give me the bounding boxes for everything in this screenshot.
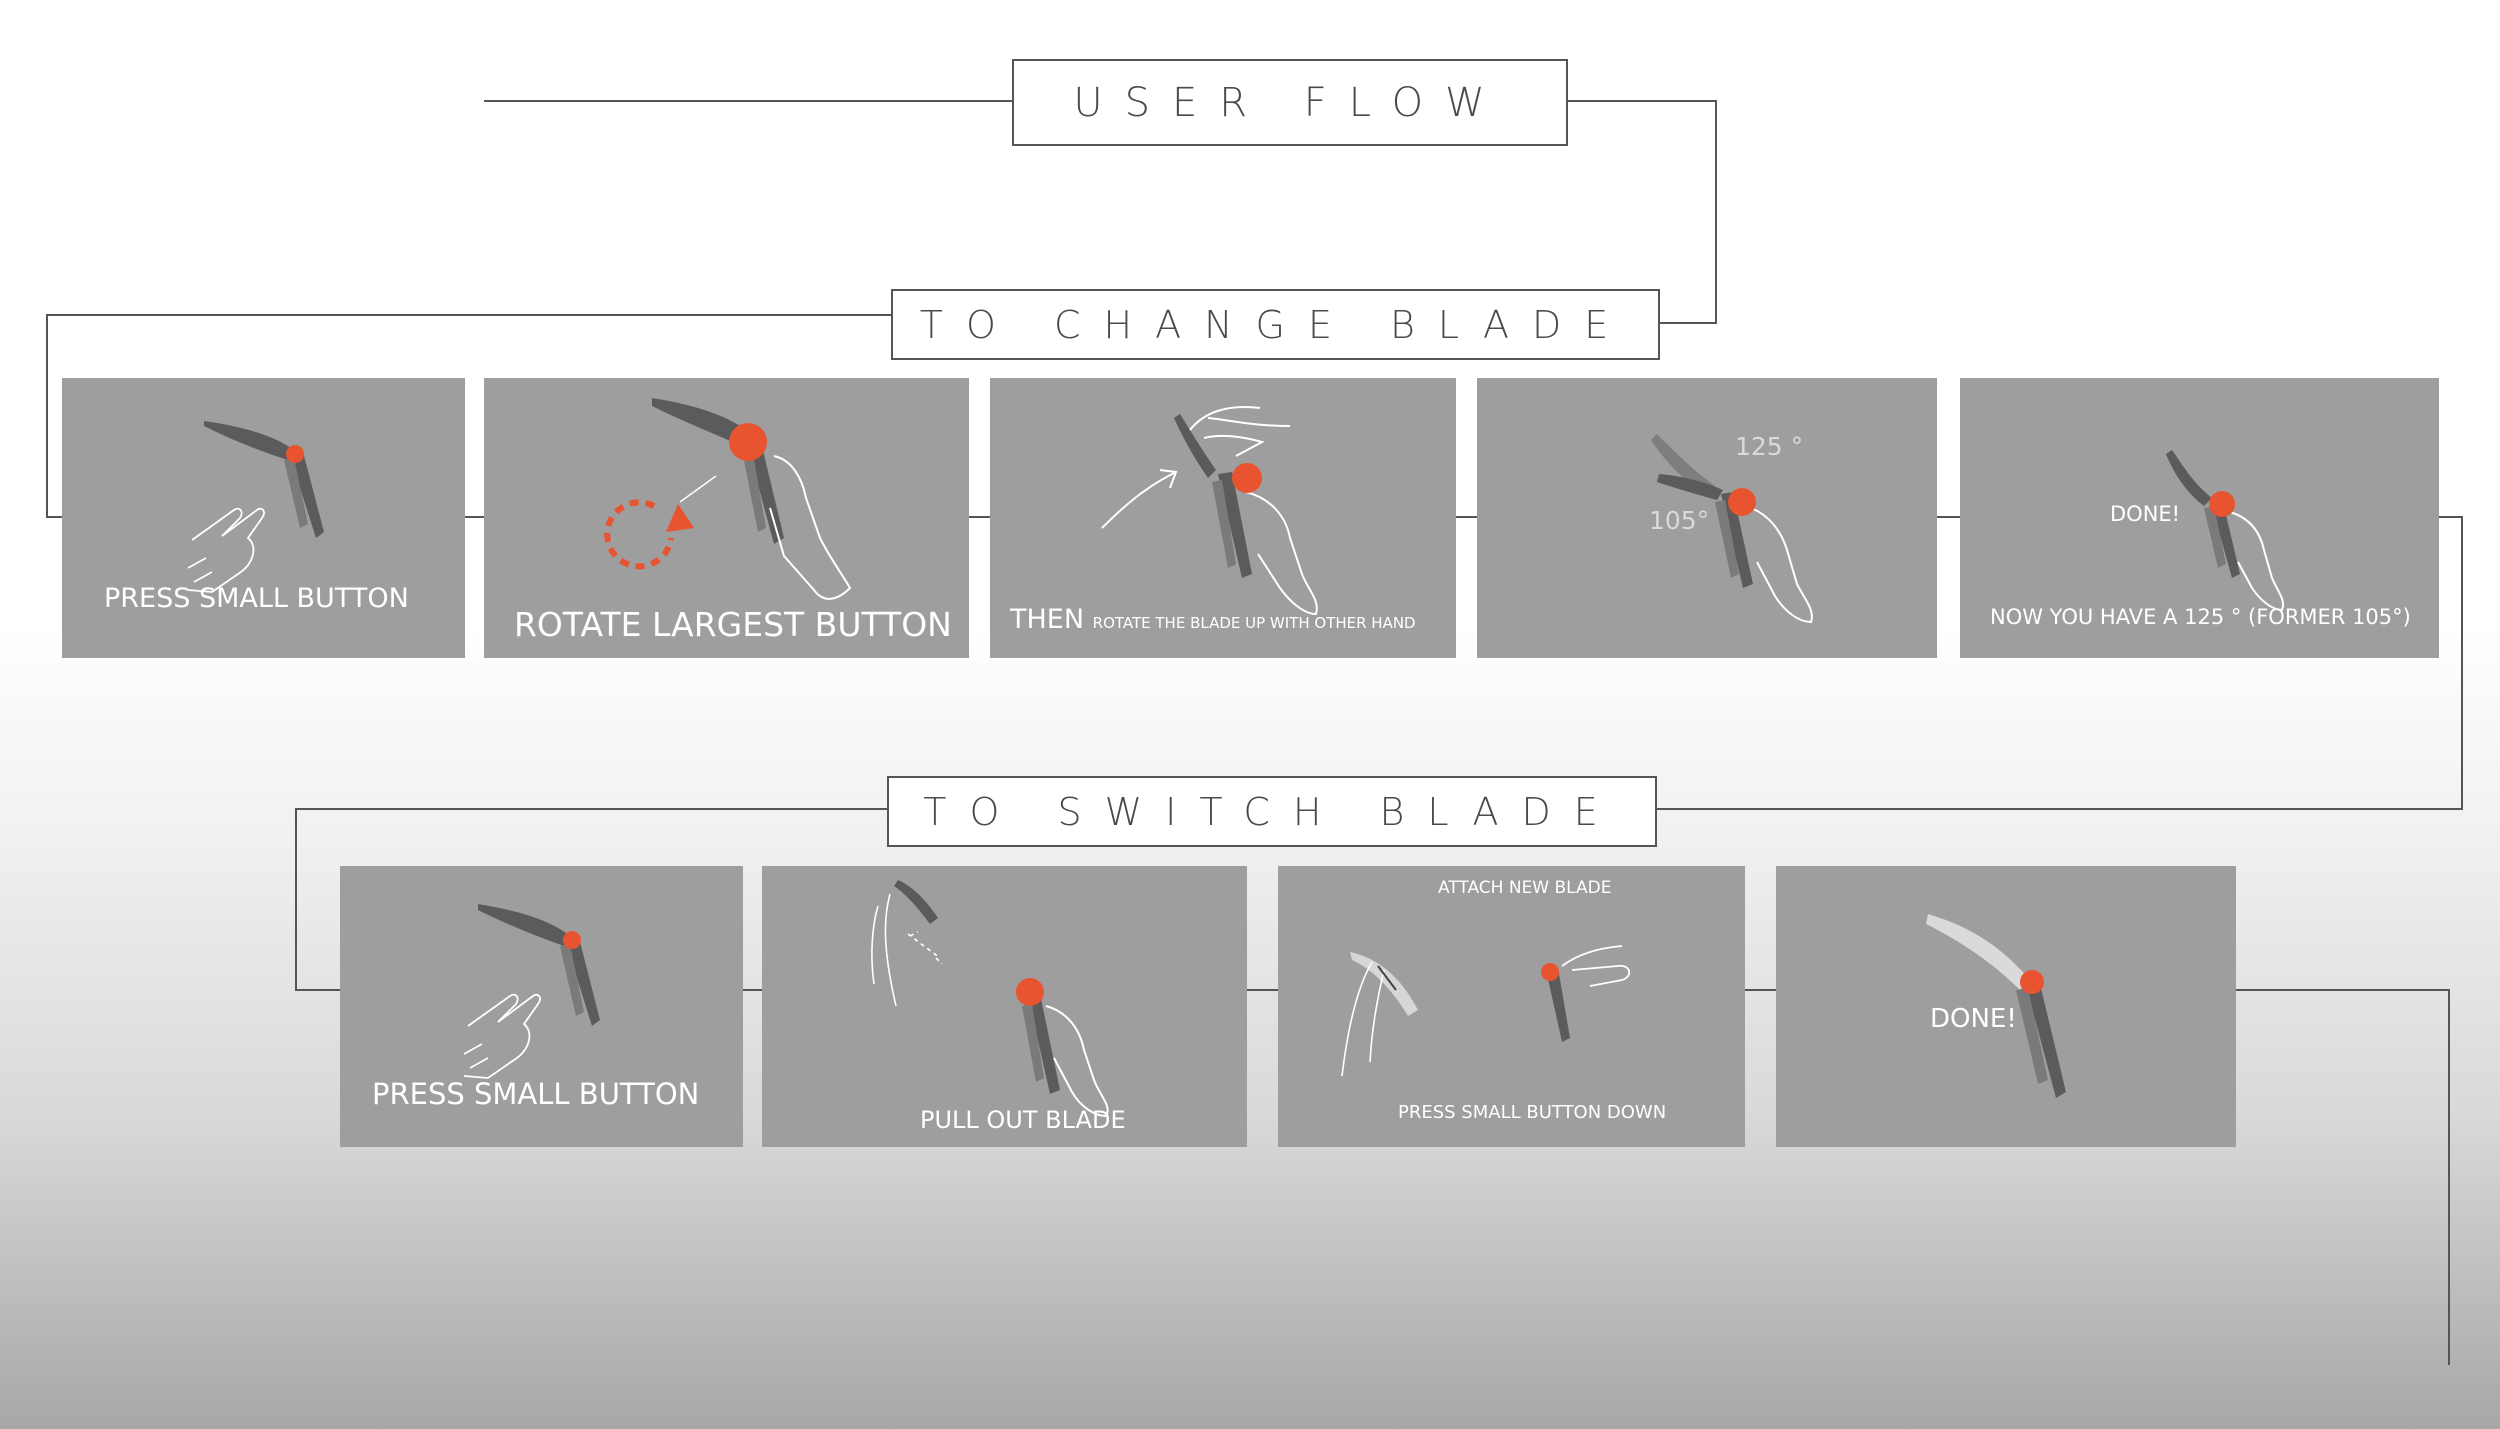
change-step-1-caption: PRESS SMALL BUTTON [104,583,409,614]
change-step-5-panel: DONE! NOW YOU HAVE A 125 ° (FORMER 105°) [1960,378,2439,658]
connector-change-left [46,314,891,518]
angle-105-label: 105° [1649,506,1710,535]
change-step-3-panel: THEN ROTATE THE BLADE UP WITH OTHER HAND [990,378,1456,658]
done-125-illustration [2166,450,2284,612]
switch-step-1-panel: PRESS SMALL BUTTON [340,866,743,1147]
knife-press-illustration [187,421,324,593]
change-step-3-caption: THEN ROTATE THE BLADE UP WITH OTHER HAND [1010,604,1416,635]
change-step-3-caption-big: THEN [1010,604,1085,635]
change-step-2-caption: ROTATE LARGEST BUTTON [514,605,952,644]
change-step-4-panel: 125 ° 105° [1477,378,1937,658]
switch-step-2-caption: PULL OUT BLADE [920,1106,1126,1134]
angle-125-label: 125 ° [1735,432,1804,461]
connector-title-to-change [1564,100,1717,324]
switch-step-3-caption: PRESS SMALL BUTTON DOWN [1398,1102,1667,1123]
pull-out-blade-illustration [871,880,1109,1118]
connector-switch-exit [2236,989,2450,1365]
change-step-1-panel: PRESS SMALL BUTTON [62,378,465,658]
switch-step-2-panel: PULL OUT BLADE [762,866,1247,1147]
change-blade-title-text: TO CHANGE BLADE [919,302,1632,347]
user-flow-title-text: USER FLOW [1073,79,1507,126]
done-switch-illustration [1926,914,2066,1098]
blade-angle-illustration [1651,434,1813,624]
switch-blade-title: TO SWITCH BLADE [887,776,1657,847]
switch-step-1-caption: PRESS SMALL BUTTON [372,1077,700,1111]
change-step-5-done-label: DONE! [2110,502,2181,526]
rotate-button-illustration [604,398,852,600]
connector-change-to-switch [1653,516,2463,810]
knife-press-illustration-2 [463,904,600,1079]
rotate-blade-illustration [1101,406,1318,616]
attach-new-blade-illustration [1341,945,1631,1077]
user-flow-title: USER FLOW [1012,59,1568,146]
connector-switch-left [295,808,887,991]
change-step-2-panel: ROTATE LARGEST BUTTON [484,378,969,658]
switch-blade-title-text: TO SWITCH BLADE [923,789,1621,834]
switch-step-3-top-caption: ATTACH NEW BLADE [1438,878,1612,898]
switch-step-4-panel: DONE! [1776,866,2236,1147]
switch-step-3-panel: ATTACH NEW BLADE PRESS SMALL BUTTON DOWN [1278,866,1745,1147]
switch-step-4-done-label: DONE! [1930,1004,2017,1034]
change-step-5-caption: NOW YOU HAVE A 125 ° (FORMER 105°) [1990,605,2411,629]
change-blade-title: TO CHANGE BLADE [891,289,1660,360]
change-step-3-caption-small: ROTATE THE BLADE UP WITH OTHER HAND [1092,614,1416,632]
